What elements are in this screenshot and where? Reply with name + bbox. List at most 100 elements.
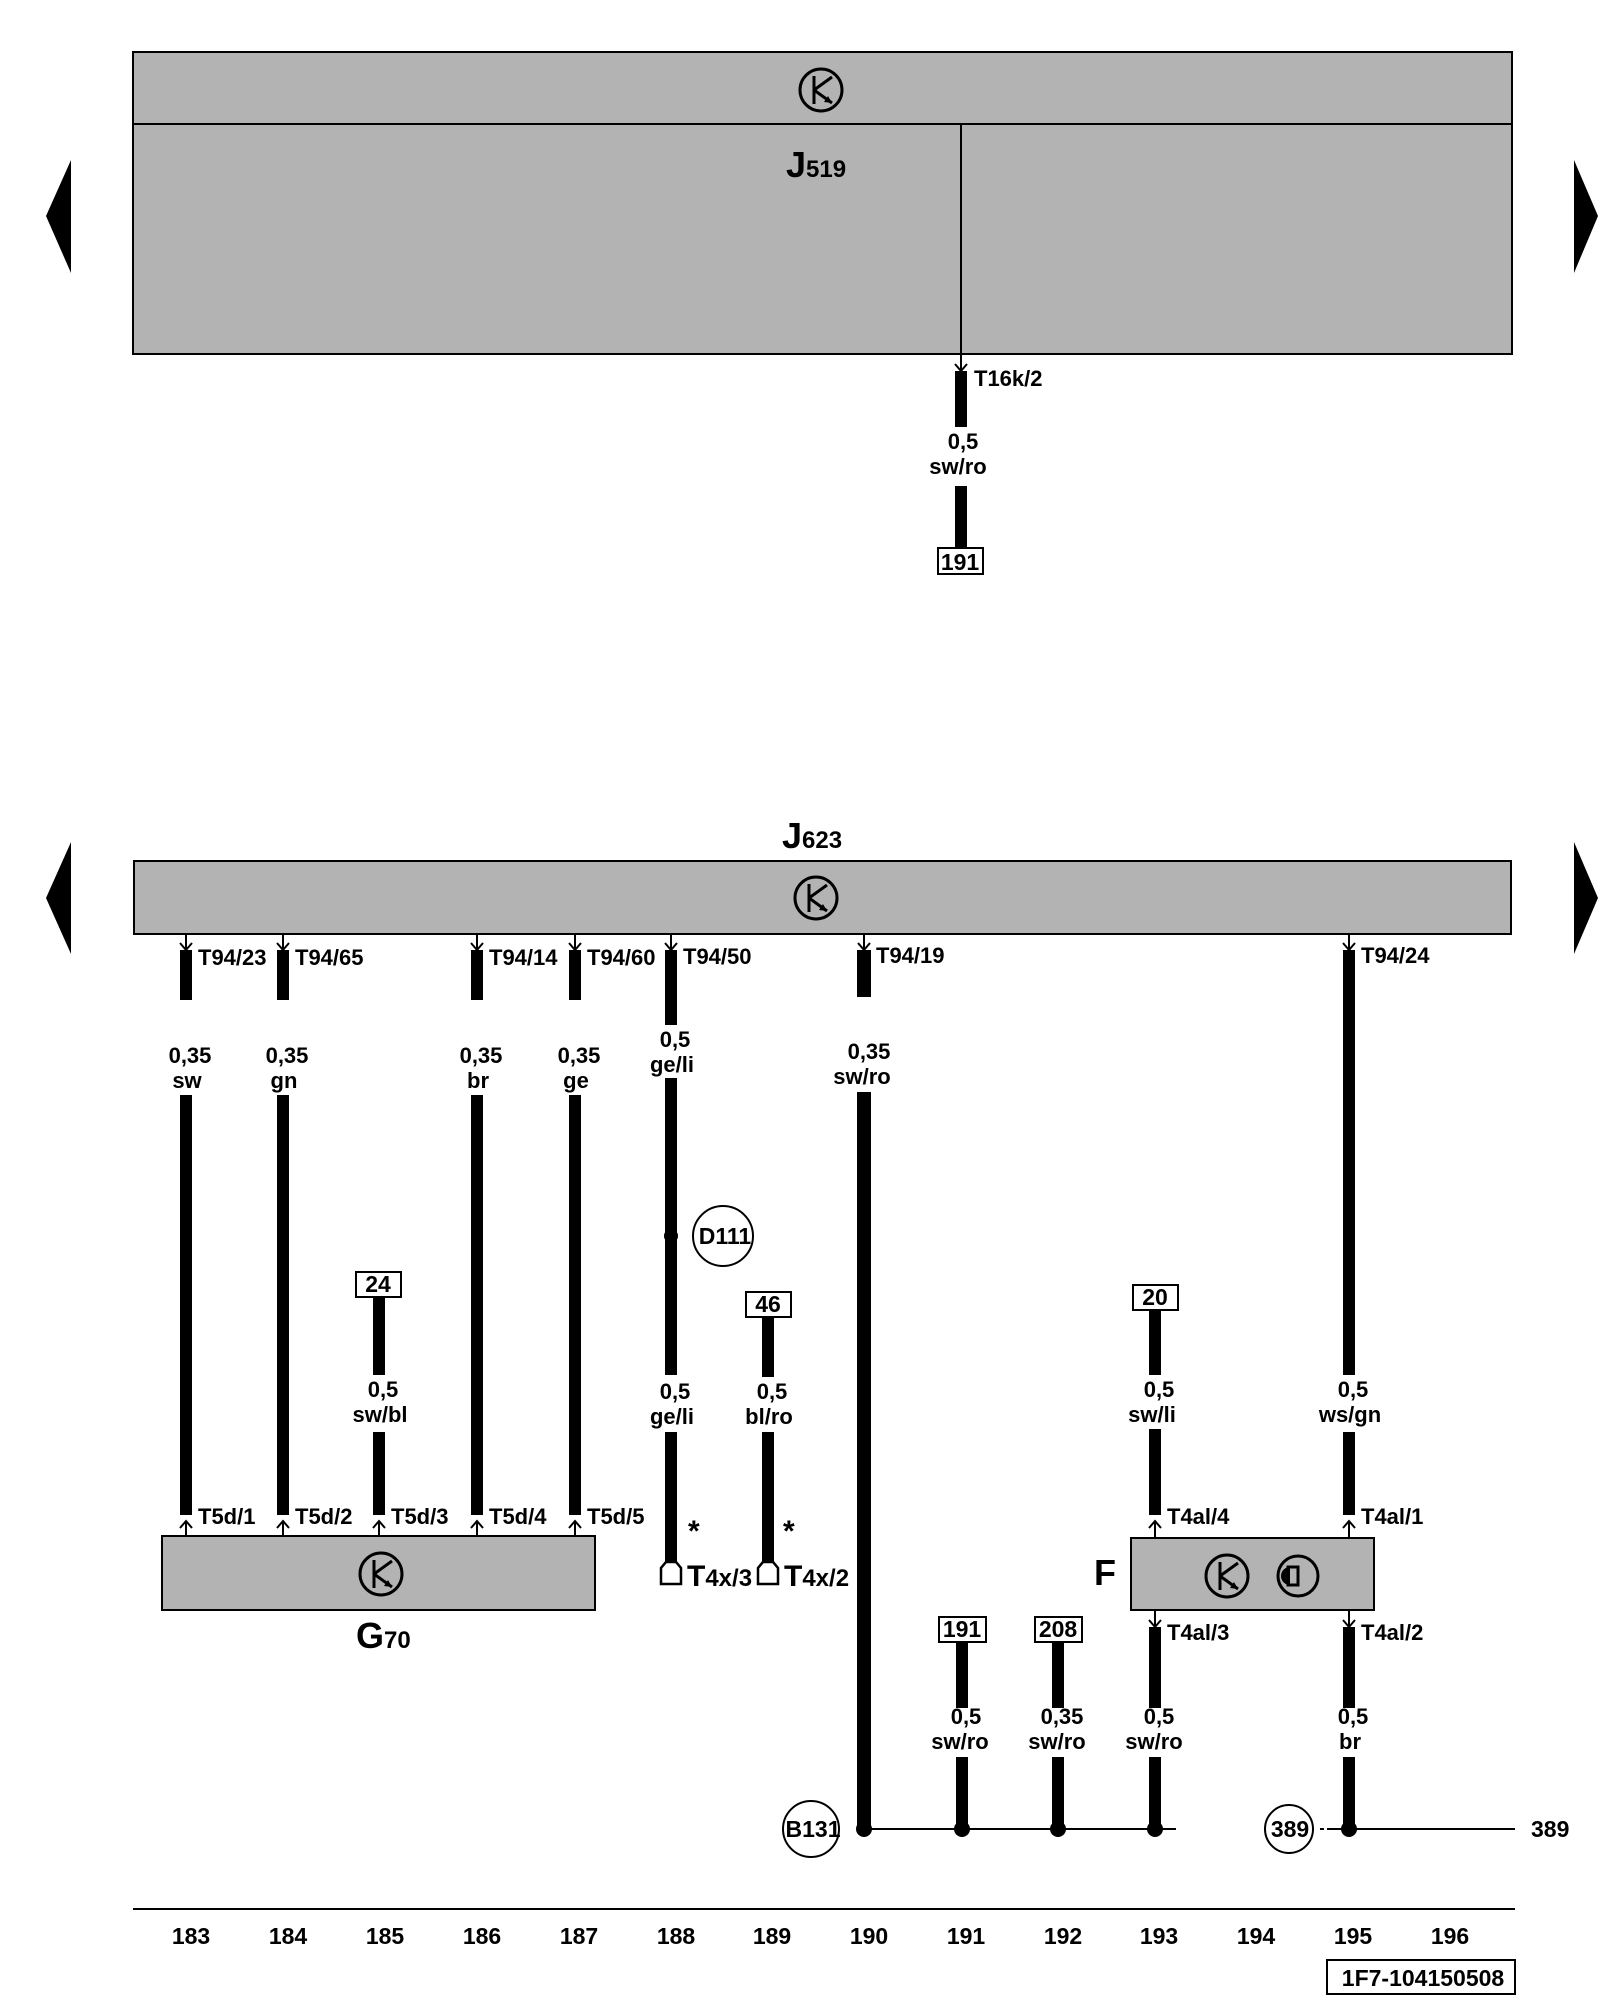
wire-color: bl/ro <box>745 1404 793 1429</box>
component-g70: G70 <box>161 1535 596 1656</box>
reference-box-191[interactable]: 191 <box>943 1616 982 1642</box>
pin-label-t94-24: T94/24 <box>1361 943 1430 968</box>
column-number: 188 <box>657 1923 696 1949</box>
nav-next-arrow-bottom[interactable] <box>1574 842 1598 954</box>
wire-color: sw/ro <box>1125 1729 1182 1754</box>
diagram-code: 1F7-104150508 <box>1342 1965 1505 1991</box>
connector-label-t4x-2: T4x/2 <box>784 1560 849 1593</box>
wire-size: 0,5 <box>660 1027 691 1052</box>
connection-label-d111: D111 <box>699 1223 752 1249</box>
nav-next-arrow-top[interactable] <box>1574 160 1598 273</box>
pin-label-t5d-1: T5d/1 <box>198 1504 255 1529</box>
component-label-j623: J623 <box>782 815 842 856</box>
wire-col-193: 20 0,5 sw/li T4al/4 T4al/3 0,5 sw/ro <box>1125 1284 1230 1829</box>
pin-label-t4al-4: T4al/4 <box>1167 1504 1230 1529</box>
wire-color: ge/li <box>650 1404 694 1429</box>
wire-size: 0,35 <box>460 1043 503 1068</box>
wire-size: 0,5 <box>1144 1704 1175 1729</box>
wire-col-195: T94/24 0,5 ws/gn T4al/1 T4al/2 0,5 br <box>1318 934 1430 1829</box>
column-number: 196 <box>1431 1923 1469 1949</box>
column-number: 187 <box>560 1923 598 1949</box>
wire-col-191: 191 0,5 sw/ro <box>931 1616 989 1829</box>
control-unit-j623: J623 <box>133 815 1512 935</box>
pin-label-t94-14: T94/14 <box>489 945 558 970</box>
wire-size: 0,35 <box>848 1039 891 1064</box>
wire-size: 0,5 <box>1338 1704 1369 1729</box>
wire-color: sw/ro <box>1028 1729 1085 1754</box>
wire-color: gn <box>271 1068 298 1093</box>
wire-col-192: 208 0,35 sw/ro <box>1028 1616 1086 1829</box>
column-number: 195 <box>1334 1923 1373 1949</box>
column-number: 184 <box>269 1923 308 1949</box>
wire-col-186: T94/14 0,35 br T5d/4 <box>460 934 558 1536</box>
wire-col-183: T94/23 0,35 sw T5d/1 <box>169 934 267 1536</box>
column-numbers: 183 184 185 186 187 188 189 190 191 192 … <box>172 1923 1469 1949</box>
nav-prev-arrow-bottom[interactable] <box>46 842 71 954</box>
edge-reference-389[interactable]: 389 <box>1531 1816 1569 1842</box>
reference-box-191-top[interactable]: 191 <box>941 549 980 575</box>
pin-label-t16k-2: T16k/2 <box>974 366 1043 391</box>
wire-color: br <box>467 1068 489 1093</box>
reference-box-208[interactable]: 208 <box>1039 1616 1078 1642</box>
wire-col-189: 46 0,5 bl/ro T4x/2 * <box>745 1291 849 1593</box>
switch-symbol-icon <box>1276 1554 1320 1598</box>
wire-color: sw <box>172 1068 202 1093</box>
asterisk-note: * <box>783 1515 795 1548</box>
asterisk-note: * <box>688 1515 700 1548</box>
control-unit-j519: J519 <box>132 51 1513 355</box>
wire-size: 0,5 <box>757 1379 788 1404</box>
wire-col-185: 24 0,5 sw/bl T5d/3 <box>352 1271 448 1536</box>
pin-label-t94-19: T94/19 <box>876 943 945 968</box>
column-number: 190 <box>850 1923 888 1949</box>
wire-size: 0,35 <box>266 1043 309 1068</box>
wire-color: ws/gn <box>1318 1402 1381 1427</box>
component-f: F <box>1094 1537 1375 1611</box>
wire-col-187: T94/60 0,35 ge T5d/5 <box>558 934 656 1536</box>
wire-color: ge <box>563 1068 589 1093</box>
pin-label-t94-23: T94/23 <box>198 945 267 970</box>
reference-box-24[interactable]: 24 <box>365 1271 391 1297</box>
pin-label-t5d-4: T5d/4 <box>489 1504 547 1529</box>
wire-size: 0,5 <box>1144 1377 1175 1402</box>
column-number: 185 <box>366 1923 405 1949</box>
wire-color: br <box>1339 1729 1361 1754</box>
wire-size: 0,35 <box>1041 1704 1084 1729</box>
wire-color: sw/ro <box>833 1064 890 1089</box>
wire-color: sw/bl <box>352 1402 407 1427</box>
column-number: 194 <box>1237 1923 1276 1949</box>
reference-box-20[interactable]: 20 <box>1142 1284 1168 1310</box>
nav-prev-arrow-top[interactable] <box>46 160 71 273</box>
wire-size: 0,35 <box>169 1043 212 1068</box>
wire-size: 0,5 <box>660 1379 691 1404</box>
reference-box-46[interactable]: 46 <box>755 1291 781 1317</box>
wire-col-190: T94/19 0,35 sw/ro <box>833 934 945 1829</box>
column-number: 192 <box>1044 1923 1082 1949</box>
connection-label-389: 389 <box>1271 1816 1309 1842</box>
connector-pin-icon <box>659 1560 683 1586</box>
wire-color: sw/li <box>1128 1402 1176 1427</box>
pin-label-t4al-2: T4al/2 <box>1361 1620 1423 1645</box>
wire-col-184: T94/65 0,35 gn T5d/2 <box>266 934 364 1536</box>
column-number: 183 <box>172 1923 210 1949</box>
wire-col-188: T94/50 0,5 ge/li 0,5 ge/li D111 T4x/3 * <box>650 934 754 1593</box>
wire-size: 0,35 <box>558 1043 601 1068</box>
pin-label-t5d-5: T5d/5 <box>587 1504 644 1529</box>
column-number: 186 <box>463 1923 501 1949</box>
wire-size: 0,5 <box>1338 1377 1369 1402</box>
ground-bus: B131 389 389 <box>782 1800 1569 1858</box>
pin-label-t94-50: T94/50 <box>683 944 752 969</box>
ground-point-b131: B131 <box>786 1816 841 1842</box>
column-number: 193 <box>1140 1923 1178 1949</box>
wire-color: sw/ro <box>929 454 986 479</box>
connector-label-t4x-3: T4x/3 <box>687 1560 752 1593</box>
wire-size: 0,5 <box>948 429 979 454</box>
column-number: 189 <box>753 1923 791 1949</box>
column-number: 191 <box>947 1923 986 1949</box>
component-label-j519: J519 <box>786 144 846 185</box>
pin-label-t4al-1: T4al/1 <box>1361 1504 1423 1529</box>
component-label-f: F <box>1094 1552 1116 1593</box>
wire-color: ge/li <box>650 1052 694 1077</box>
pin-label-t5d-2: T5d/2 <box>295 1504 352 1529</box>
wire-top-j519: T16k/2 0,5 sw/ro 191 <box>929 354 1043 575</box>
